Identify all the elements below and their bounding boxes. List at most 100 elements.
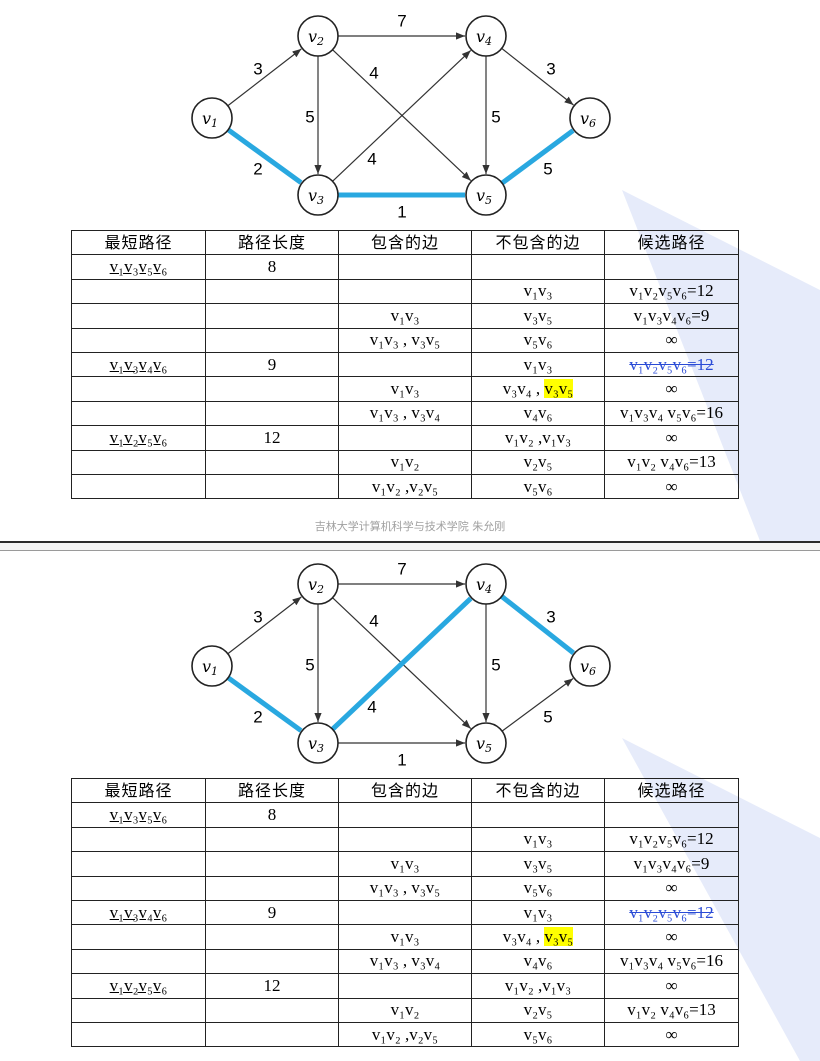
table-cell	[205, 997, 339, 1023]
table-cell	[338, 899, 472, 926]
table-cell	[205, 400, 339, 427]
edge-weight-v2-v4: 7	[397, 11, 406, 30]
table-cell	[205, 327, 339, 353]
footer-credit: 吉林大学计算机科学与技术学院 朱允刚	[314, 520, 506, 533]
table-cell: v₁v₃v₄ v₅v₆=16	[604, 948, 739, 975]
node-label-v1: v1	[202, 109, 218, 131]
table-cell: ∞	[604, 973, 739, 999]
table-cell: ∞	[604, 376, 739, 402]
table-cell	[338, 278, 472, 305]
table-cell: v₁v₂v₅v₆=12	[604, 351, 739, 378]
table-cell: v₁v₂v₅v₆	[71, 425, 206, 451]
table-cell	[71, 449, 206, 475]
table-cell	[604, 802, 739, 828]
table-cell: v₁v₃ , v₃v₄	[338, 948, 472, 975]
table-cell: v₁v₂v₅v₆=12	[604, 278, 739, 305]
edge-weight-v2-v5: 4	[369, 611, 378, 630]
node-v6	[569, 645, 611, 687]
edge-v1-v2	[227, 596, 302, 655]
table-cell	[338, 973, 472, 999]
table-cell	[205, 473, 339, 500]
table-cell	[338, 826, 472, 853]
table-cell: v₁v₂ ,v₁v₃	[471, 973, 605, 999]
node-label-v6: v6	[580, 657, 596, 679]
node-label-v2: v2	[308, 575, 324, 597]
table-cell: v₁v₃	[471, 899, 605, 926]
column-header: 路径长度	[205, 777, 339, 804]
table-cell: ∞	[604, 327, 739, 353]
table-cell: v₁v₃	[338, 303, 472, 329]
table-cell: v₁v₃v₄v₆	[71, 899, 206, 926]
node-label-v3: v3	[308, 734, 324, 756]
node-v1	[191, 97, 233, 139]
column-header: 候选路径	[604, 777, 739, 804]
table-cell: v₁v₃	[338, 376, 472, 402]
table-cell: v₁v₃ , v₃v₅	[338, 875, 472, 901]
table-cell: v₁v₃ , v₃v₅	[338, 327, 472, 353]
edge-v5-v6	[500, 128, 575, 186]
column-header: 候选路径	[604, 229, 739, 256]
column-header: 不包含的边	[471, 777, 605, 804]
table-cell: v₁v₂ v₄v₆=13	[604, 449, 739, 475]
table-cell: v₁v₂v₅v₆	[71, 973, 206, 999]
node-v3	[297, 174, 339, 216]
table-cell	[71, 303, 206, 329]
edge-weight-v4-v6: 3	[546, 607, 555, 626]
table-cell: v₄v₆	[471, 948, 605, 975]
node-label-v6: v6	[580, 109, 596, 131]
table-cell: v₃v₅	[471, 851, 605, 877]
table-cell: v₅v₆	[471, 473, 605, 500]
table-cell	[71, 997, 206, 1023]
column-header: 最短路径	[71, 229, 206, 256]
table-cell: v₃v₅	[471, 303, 605, 329]
edge-weight-v1-v2: 3	[253, 607, 262, 626]
edge-weight-v4-v5: 5	[491, 655, 500, 674]
column-header: 路径长度	[205, 229, 339, 256]
table-cell	[71, 473, 206, 500]
edge-v1-v3	[226, 675, 303, 733]
table-cell	[71, 948, 206, 975]
table-cell: ∞	[604, 1021, 739, 1048]
table-cell: 12	[205, 973, 339, 999]
table-cell: v₅v₆	[471, 327, 605, 353]
table-cell: v₁v₂v₅v₆=12	[604, 899, 739, 926]
edge-weight-v4-v6: 3	[546, 59, 555, 78]
edge-weight-v1-v3: 2	[253, 707, 262, 726]
edge-weight-v3-v5: 1	[397, 202, 406, 221]
table-cell	[205, 826, 339, 853]
table-cell: 8	[205, 802, 339, 828]
table-cell: v₁v₂v₅v₆=12	[604, 826, 739, 853]
table-cell: v₁v₂ ,v₂v₅	[338, 1021, 472, 1048]
table-cell	[338, 351, 472, 378]
table-cell: v₁v₃	[471, 826, 605, 853]
table-cell	[205, 449, 339, 475]
node-v4	[465, 563, 507, 605]
node-v4	[465, 15, 507, 57]
table-cell	[205, 303, 339, 329]
table-cell: v₁v₃	[471, 278, 605, 305]
edge-weight-v5-v6: 5	[543, 707, 552, 726]
table-cell	[71, 924, 206, 950]
table-cell: v₁v₃v₅v₆	[71, 802, 206, 828]
node-label-v2: v2	[308, 27, 324, 49]
table-cell	[71, 851, 206, 877]
edge-v4-v6	[501, 47, 574, 106]
edge-weight-v3-v5: 1	[397, 750, 406, 769]
edge-v3-v4	[330, 596, 473, 732]
table-cell: v₁v₂ ,v₁v₃	[471, 425, 605, 451]
table-cell	[338, 802, 472, 828]
node-label-v1: v1	[202, 657, 218, 679]
column-header: 包含的边	[338, 229, 472, 256]
table-cell	[71, 400, 206, 427]
table-cell: v₁v₃v₅v₆	[71, 254, 206, 280]
